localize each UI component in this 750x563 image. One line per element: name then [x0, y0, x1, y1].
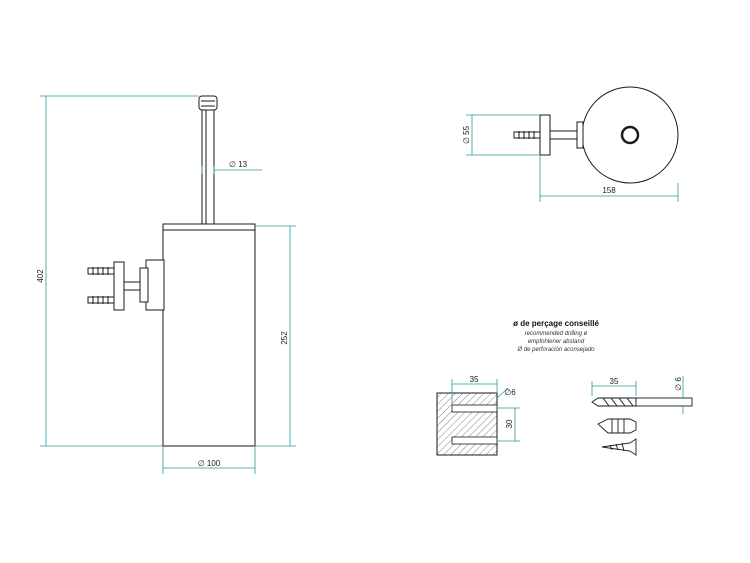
- top-bracket: [539, 114, 551, 156]
- drilling-note-en: recommended drilling ø: [525, 331, 588, 337]
- drilling-note-de: empfohlener abstand: [528, 339, 585, 345]
- dim-top-depth: 158: [602, 186, 616, 195]
- top-view: [513, 86, 679, 184]
- front-dimension-lines: [40, 95, 296, 474]
- wall-bracket: [145, 259, 165, 311]
- screw-top: [87, 267, 115, 275]
- front-view: [87, 95, 256, 447]
- drill-dimension-lines: [591, 376, 684, 414]
- dim-holder-diameter: ∅ 100: [198, 459, 221, 468]
- top-dimension-lines: [466, 114, 679, 202]
- wall-section: [436, 392, 498, 456]
- dim-hole-diameter-a: ∅6: [504, 388, 516, 397]
- dim-drill-diameter-b: ∅ 6: [674, 377, 683, 391]
- drilling-note-title: ø de perçage conseillé: [513, 319, 599, 328]
- screw-bottom: [87, 296, 115, 304]
- holder-lid: [162, 223, 256, 231]
- dim-hole-depth-a: 35: [470, 375, 479, 384]
- wall-plug: [597, 418, 637, 434]
- handle-knob: [198, 95, 218, 111]
- dim-hole-spacing: 30: [505, 419, 514, 428]
- dim-handle-diameter: ∅ 13: [229, 160, 248, 169]
- wall-dimension-lines: [451, 379, 520, 442]
- handle-rod: [201, 109, 215, 225]
- dim-total-height: 402: [36, 269, 45, 283]
- top-screw: [513, 131, 541, 139]
- holder-body: [162, 229, 256, 447]
- wood-screw: [601, 438, 637, 456]
- drilling-note-es: Ø de perforación aconsejado: [516, 347, 595, 353]
- dim-hole-depth-b: 35: [610, 377, 619, 386]
- wall-block: [436, 392, 498, 456]
- dim-top-diameter: ∅ 55: [462, 125, 471, 144]
- dim-holder-height: 252: [280, 331, 289, 345]
- drill-bit: [591, 397, 693, 407]
